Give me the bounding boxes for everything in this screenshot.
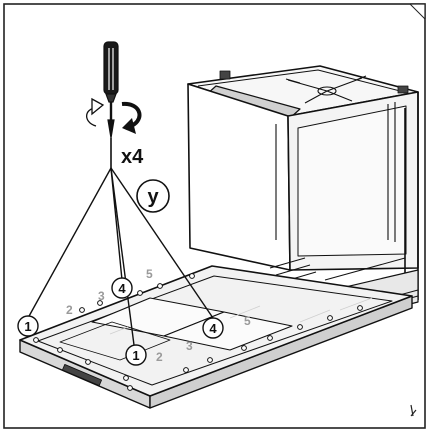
marker-1-bottom: 1 bbox=[125, 344, 147, 366]
marker-4-upper: 4 bbox=[111, 277, 133, 299]
rotate-cw-arrow-icon bbox=[121, 101, 142, 134]
position-label-5-upper: 5 bbox=[146, 267, 153, 281]
svg-text:4: 4 bbox=[209, 321, 217, 336]
side-hatching bbox=[275, 102, 396, 242]
position-label-3-bottom: 3 bbox=[186, 339, 193, 353]
svg-text:4: 4 bbox=[118, 281, 126, 296]
position-label-2-bottom: 2 bbox=[156, 350, 163, 364]
position-label-3-upper: 3 bbox=[98, 289, 105, 303]
callout-y-circle bbox=[136, 179, 170, 213]
rotate-ccw-arrow-icon bbox=[86, 97, 105, 127]
position-label-2-upper: 2 bbox=[66, 303, 73, 317]
position-labels: 2 3 5 5 2 3 bbox=[66, 267, 251, 364]
position-label-5-right: 5 bbox=[244, 314, 251, 328]
leader-lines bbox=[27, 167, 214, 346]
door-screw-holes bbox=[33, 273, 363, 391]
marker-4-right: 4 bbox=[202, 317, 224, 339]
callout-y-label: y bbox=[147, 186, 159, 208]
svg-text:1: 1 bbox=[24, 319, 31, 334]
corner-tick-mark bbox=[410, 404, 417, 417]
repeat-count-label: x4 bbox=[121, 146, 144, 168]
dishwasher-left-side bbox=[187, 83, 291, 271]
marker-1-left: 1 bbox=[17, 315, 39, 337]
screwdriver-icon bbox=[103, 41, 119, 168]
svg-text:1: 1 bbox=[132, 348, 139, 363]
